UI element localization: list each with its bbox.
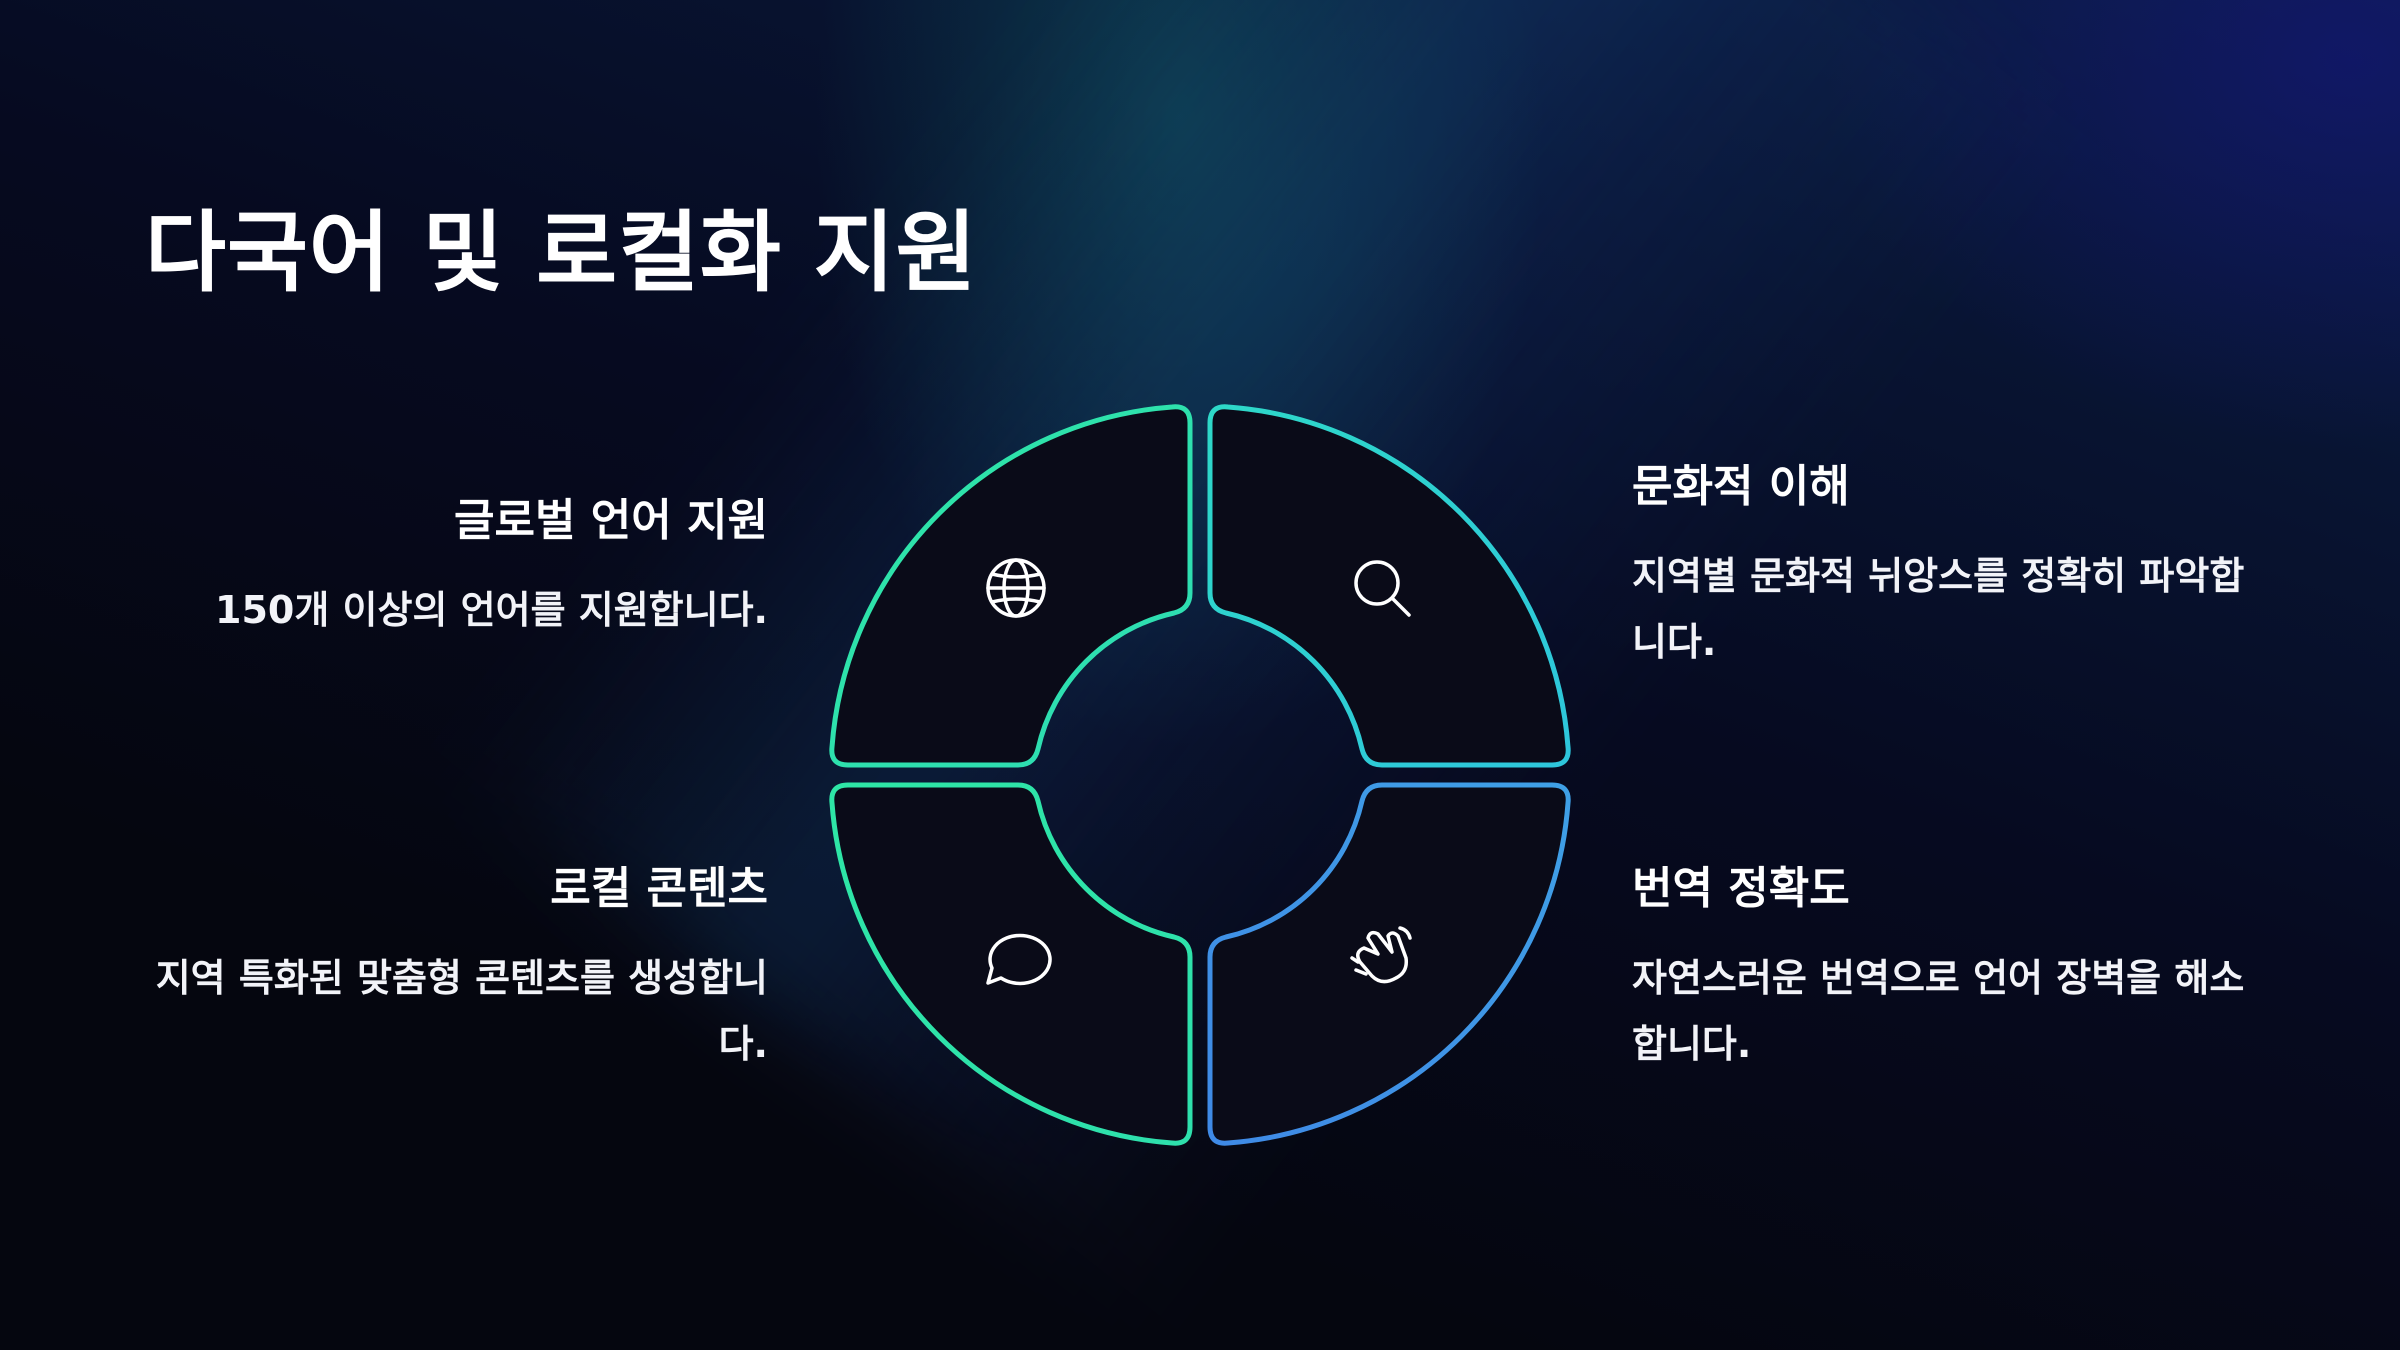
item-description: 지역별 문화적 뉘앙스를 정확히 파악합니다.	[1632, 554, 2245, 665]
item-translation-accuracy: 번역 정확도 자연스러운 번역으로 언어 장벽을 해소합니다.	[1632, 860, 2272, 1077]
segment-bottom-left	[829, 782, 1193, 1146]
item-local-content: 로컬 콘텐츠 지역 특화된 맞춤형 콘텐츠를 생성합니다.	[128, 860, 768, 1077]
item-heading: 글로벌 언어 지원	[454, 495, 768, 546]
item-description: 150개 이상의 언어를 지원합니다.	[215, 588, 768, 633]
item-description: 지역 특화된 맞춤형 콘텐츠를 생성합니다.	[155, 956, 768, 1067]
segment-top-right	[1207, 404, 1571, 768]
item-heading: 로컬 콘텐츠	[550, 863, 768, 914]
item-heading: 번역 정확도	[1632, 863, 1850, 914]
item-cultural-understanding: 문화적 이해 지역별 문화적 뉘앙스를 정확히 파악합니다.	[1632, 458, 2272, 675]
item-global-language: 글로벌 언어 지원 150개 이상의 언어를 지원합니다.	[128, 492, 768, 643]
segment-bottom-right	[1207, 782, 1571, 1146]
speech-bubble-icon	[986, 933, 1052, 986]
item-description: 자연스러운 번역으로 언어 장벽을 해소합니다.	[1632, 956, 2245, 1067]
slide-title: 다국어 및 로컬화 지원	[145, 201, 978, 304]
waving-hand-icon	[1350, 926, 1412, 984]
segment-top-left	[829, 404, 1193, 768]
search-icon	[1354, 560, 1411, 617]
item-heading: 문화적 이해	[1632, 461, 1850, 512]
cycle-diagram	[829, 404, 1571, 1146]
globe-icon	[986, 558, 1046, 618]
